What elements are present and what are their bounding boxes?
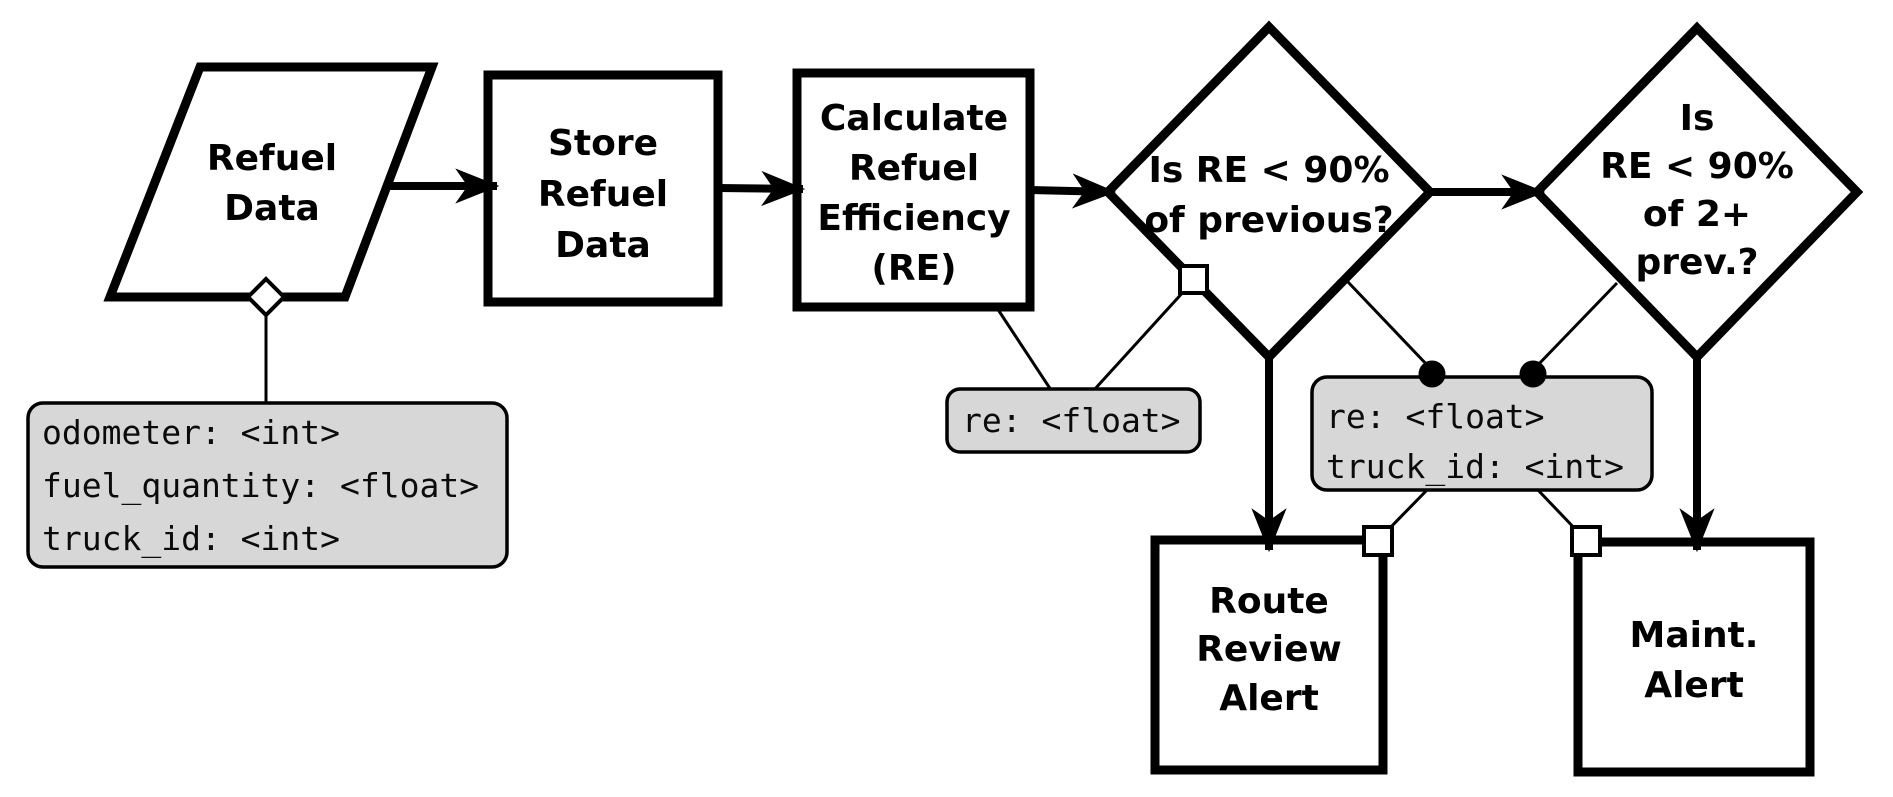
node-refuel-data xyxy=(103,62,439,302)
label-decision-previous: Is RE < 90% of previous? xyxy=(1144,150,1393,241)
label-line: Is RE < 90% xyxy=(1148,150,1389,191)
node-decision-re-previous xyxy=(1101,20,1437,364)
square-connector-maint-icon xyxy=(1570,525,1602,557)
flow-arrow-calculate-to-decision1 xyxy=(1029,173,1117,209)
note-line: truck_id: <int> xyxy=(1326,447,1624,487)
note-line: re: <float> xyxy=(1326,397,1545,436)
note-line: fuel_quantity: <float> xyxy=(42,466,479,506)
label-line: Alert xyxy=(1644,665,1744,706)
label-route-review-alert: Route Review Alert xyxy=(1196,581,1342,719)
label-line: Refuel xyxy=(849,148,979,189)
label-line: (RE) xyxy=(871,248,956,289)
note-refuel-data-fields xyxy=(26,401,509,569)
flow-arrow-store-to-calculate xyxy=(717,170,806,207)
note-line: odometer: <int> xyxy=(42,413,340,452)
square-connector-decision1-icon xyxy=(1178,264,1209,295)
label-line: Maint. xyxy=(1630,615,1759,656)
label-refuel-data: Refuel Data xyxy=(207,138,337,229)
label-line: of previous? xyxy=(1144,200,1393,241)
label-maint-alert: Maint. Alert xyxy=(1630,615,1759,706)
wire-calculate-to-re-note xyxy=(995,307,1053,391)
wire-decision1-to-re-note xyxy=(1092,288,1187,392)
note-line: re: <float> xyxy=(962,401,1181,440)
node-maint-alert xyxy=(1573,537,1815,777)
note-text-re-field: re: <float> xyxy=(962,401,1181,440)
square-connector-route-review-icon xyxy=(1362,525,1394,557)
junction-dot-right-icon xyxy=(1519,360,1547,388)
junction-dot-left-icon xyxy=(1418,360,1446,388)
label-line: Efficiency xyxy=(817,198,1010,239)
diamond-connector-icon xyxy=(245,276,287,318)
note-text-refuel-data-fields: odometer: <int> fuel_quantity: <float> t… xyxy=(42,413,479,559)
label-line: Is xyxy=(1680,98,1715,139)
wire-decision2-to-re-truck-note xyxy=(1533,281,1619,370)
label-line: Route xyxy=(1209,581,1329,622)
label-line: Refuel xyxy=(538,174,668,215)
note-text-re-truck-fields: re: <float> truck_id: <int> xyxy=(1326,397,1624,487)
label-decision-two-prev: Is RE < 90% of 2+ prev.? xyxy=(1600,98,1794,283)
label-line: Refuel xyxy=(207,138,337,179)
label-line: Review xyxy=(1196,629,1342,670)
label-line: Data xyxy=(224,188,320,229)
note-re-truck-fields xyxy=(1310,375,1654,492)
label-line: Calculate xyxy=(820,98,1008,139)
note-re-field xyxy=(945,387,1202,454)
label-store-refuel-data: Store Refuel Data xyxy=(538,123,668,266)
node-calculate-refuel-efficiency xyxy=(792,68,1035,312)
node-decision-re-two-prev xyxy=(1530,21,1864,364)
wire-decision1-to-re-truck-note xyxy=(1346,280,1432,370)
label-line: prev.? xyxy=(1635,242,1758,283)
note-line: truck_id: <int> xyxy=(42,519,340,559)
label-line: Alert xyxy=(1219,678,1319,719)
label-line: RE < 90% xyxy=(1600,146,1794,187)
label-calculate-re: Calculate Refuel Efficiency (RE) xyxy=(817,98,1010,289)
label-line: of 2+ xyxy=(1643,194,1751,235)
label-line: Data xyxy=(555,225,651,266)
label-line: Store xyxy=(548,123,658,164)
